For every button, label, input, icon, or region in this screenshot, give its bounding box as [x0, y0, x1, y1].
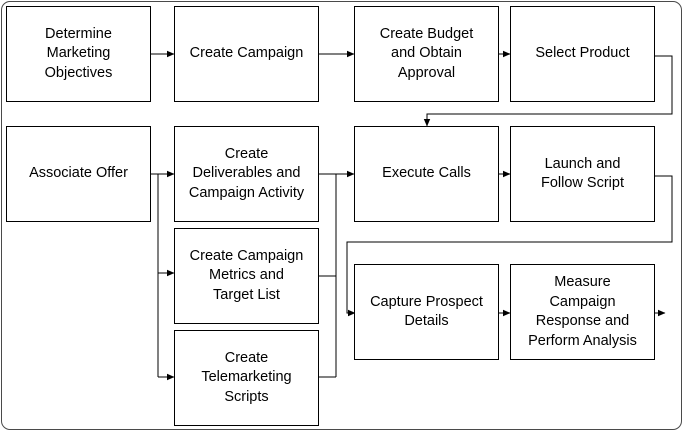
step-create-telemarketing-scripts: Create Telemarketing Scripts [174, 330, 319, 426]
step-measure-campaign-response: Measure Campaign Response and Perform An… [510, 264, 655, 360]
step-execute-calls: Execute Calls [354, 126, 499, 222]
step-create-deliverables: Create Deliverables and Campaign Activit… [174, 126, 319, 222]
step-capture-prospect-details: Capture Prospect Details [354, 264, 499, 360]
step-create-campaign: Create Campaign [174, 6, 319, 102]
step-create-budget: Create Budget and Obtain Approval [354, 6, 499, 102]
step-determine-marketing-objectives: Determine Marketing Objectives [6, 6, 151, 102]
step-create-campaign-metrics: Create Campaign Metrics and Target List [174, 228, 319, 324]
step-select-product: Select Product [510, 6, 655, 102]
step-launch-follow-script: Launch and Follow Script [510, 126, 655, 222]
step-associate-offer: Associate Offer [6, 126, 151, 222]
